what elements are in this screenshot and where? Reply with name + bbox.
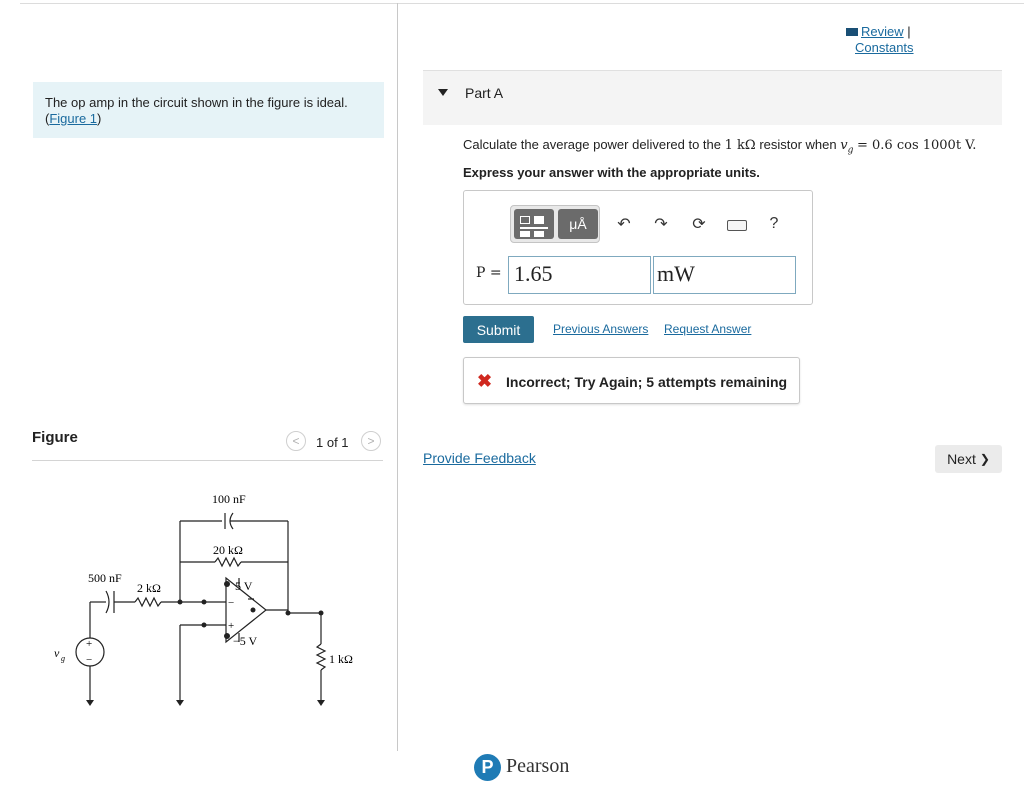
label-r-load: 1 kΩ xyxy=(329,652,353,666)
paren-open: ( xyxy=(45,111,50,126)
input-resistor xyxy=(134,596,162,608)
figure-rule xyxy=(32,460,383,461)
request-answer-link[interactable]: Request Answer xyxy=(664,322,752,336)
label-v-neg: −5 V xyxy=(233,634,258,648)
intro-text: The op amp in the circuit shown in the f… xyxy=(45,95,348,110)
input-capacitor xyxy=(105,590,110,614)
top-divider xyxy=(20,3,1024,4)
prev-figure-button[interactable]: < xyxy=(286,431,306,451)
collapse-triangle-icon[interactable] xyxy=(438,89,448,96)
book-icon xyxy=(846,28,858,36)
provide-feedback-link[interactable]: Provide Feedback xyxy=(423,450,536,466)
source-minus: − xyxy=(86,654,92,666)
question-var: v xyxy=(840,138,848,153)
submit-button[interactable]: Submit xyxy=(463,316,534,343)
feedback-resistor xyxy=(214,556,242,568)
redo-icon[interactable]: ↷ xyxy=(654,216,668,233)
load-resistor xyxy=(315,643,327,671)
part-label: Part A xyxy=(465,85,504,101)
reset-icon[interactable]: ⟳ xyxy=(692,216,706,233)
template-toolbar: μÅ xyxy=(510,205,600,243)
question-mid: resistor when xyxy=(759,137,837,152)
keyboard-icon[interactable] xyxy=(727,220,747,231)
chevron-right-icon: ❯ xyxy=(979,452,990,466)
previous-answers-link[interactable]: Previous Answers xyxy=(553,322,649,336)
answer-unit-input[interactable]: mW xyxy=(653,256,796,294)
panel-divider xyxy=(397,3,398,751)
question-eq: = 0.6 cos 1000t V. xyxy=(857,138,977,153)
question-sub: g xyxy=(847,145,854,156)
answer-value-input[interactable]: 1.65 xyxy=(508,256,651,294)
question-resistor: 1 kΩ xyxy=(724,138,756,153)
paren-close: ) xyxy=(97,111,102,126)
figure-link[interactable]: Figure 1 xyxy=(49,111,98,126)
undo-icon[interactable]: ↶ xyxy=(617,216,631,233)
chevron-left-icon: < xyxy=(292,434,300,448)
express-instruction: Express your answer with the appropriate… xyxy=(463,165,760,180)
incorrect-icon: ✖ xyxy=(477,371,493,391)
answer-label: P = xyxy=(476,265,502,281)
label-c-top: 100 nF xyxy=(212,492,246,506)
review-constants: Review | Constants xyxy=(846,24,914,56)
question-prefix: Calculate the average power delivered to… xyxy=(463,137,721,152)
next-button[interactable]: Next ❯ xyxy=(935,445,1002,473)
part-header[interactable] xyxy=(423,70,1002,125)
review-link[interactable]: Review xyxy=(861,24,904,39)
help-button[interactable]: ? xyxy=(769,215,779,232)
label-source-sub: g xyxy=(61,654,65,663)
opamp-plus: + xyxy=(228,620,234,632)
next-figure-button[interactable]: > xyxy=(361,431,381,451)
figure-title: Figure xyxy=(32,429,78,446)
figure-pager-text: 1 of 1 xyxy=(316,435,349,450)
op-amp xyxy=(225,576,267,644)
circuit-diagram: 100 nF 20 kΩ 500 nF 2 kΩ 5 V −5 V 1 kΩ v… xyxy=(54,492,353,706)
opamp-minus: − xyxy=(228,597,234,609)
feedback-box xyxy=(463,357,800,404)
source-plus: + xyxy=(86,638,92,650)
label-c-in: 500 nF xyxy=(88,571,122,585)
label-r-in: 2 kΩ xyxy=(137,581,161,595)
problem-intro: The op amp in the circuit shown in the f… xyxy=(33,82,384,138)
pearson-logo-icon: P xyxy=(474,754,501,781)
constants-link[interactable]: Constants xyxy=(855,40,914,55)
question-text: Calculate the average power delivered to… xyxy=(463,137,976,156)
feedback-text: Incorrect; Try Again; 5 attempts remaini… xyxy=(506,374,788,390)
next-label: Next xyxy=(947,451,976,467)
chevron-right-icon: > xyxy=(367,434,375,448)
label-r-top: 20 kΩ xyxy=(213,543,243,557)
label-v-pos: 5 V xyxy=(235,579,253,593)
templates-button[interactable] xyxy=(514,209,554,239)
pearson-brand: Pearson xyxy=(506,755,570,777)
units-button[interactable]: μÅ xyxy=(558,209,598,239)
separator: | xyxy=(907,24,911,39)
label-source: v xyxy=(54,646,60,660)
